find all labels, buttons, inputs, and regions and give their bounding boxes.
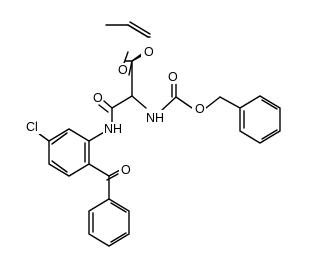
carbamate-nh-label: NH [146, 111, 164, 125]
ester-carbonyl-oxygen-label: O [118, 63, 128, 77]
ester-ether-oxygen-label: O [144, 45, 154, 59]
chemical-structure-diagram: O O O NH O O NH Cl O [25, 21, 281, 247]
ketone-oxygen-label: O [121, 163, 131, 177]
chlorine-label: Cl [26, 120, 38, 134]
carbamate-carbonyl-oxygen-label: O [168, 70, 178, 84]
carbamate-ether-oxygen-label: O [195, 102, 205, 116]
chloroaniline-ring [37, 128, 90, 177]
benzoyl-group [88, 163, 121, 200]
atom-labels: O O O NH O O NH Cl O [25, 44, 206, 177]
anilide-nh-label: NH [104, 122, 122, 136]
amide-oxygen-label: O [93, 91, 103, 105]
benzoyl-phenyl-ring [88, 198, 130, 247]
benzyl-phenyl-ring [239, 95, 281, 144]
molecule-svg: O O O NH O O NH Cl O [25, 21, 281, 247]
bond-skeleton [88, 21, 241, 142]
